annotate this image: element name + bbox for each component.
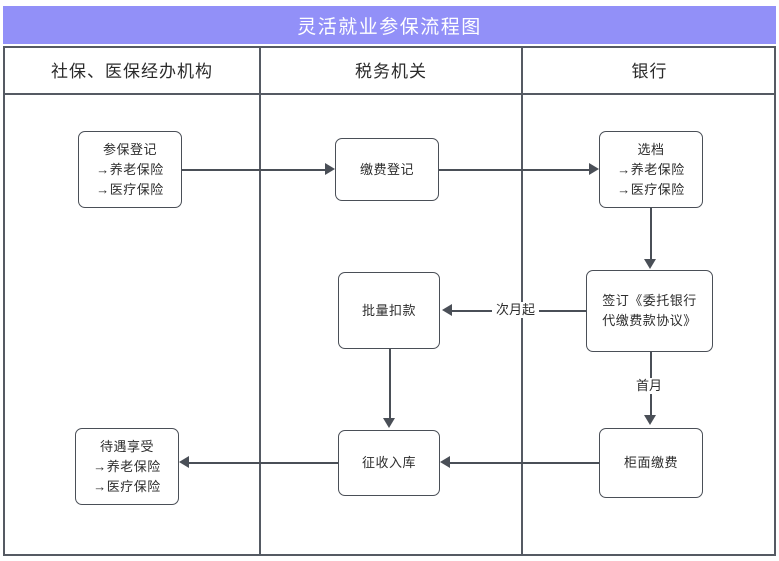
node-sign-bank-agreement[interactable]: 签订《委托银行 代缴费款协议》 (586, 270, 713, 352)
arrowhead-guimian-to-zhengshou (440, 456, 450, 468)
lane-divider-1 (259, 46, 261, 556)
node-line: →医疗保险 (617, 181, 685, 197)
node-batch-deduction[interactable]: 批量扣款 (338, 272, 440, 349)
lane-header-divider (3, 93, 776, 95)
node-insurance-registration[interactable]: 参保登记 →养老保险 →医疗保险 (78, 131, 182, 208)
node-line: →养老保险 (96, 161, 164, 177)
node-select-tier[interactable]: 选档 →养老保险 →医疗保险 (599, 131, 703, 208)
connector-xuandang-to-qianding (650, 208, 652, 260)
chart-title-bar: 灵活就业参保流程图 (3, 6, 776, 44)
node-line: 待遇享受 (99, 438, 154, 454)
connector-zhengshou-to-daiyu (189, 462, 338, 464)
arrowhead-jiaofei-to-xuandang (589, 163, 599, 175)
edge-label-next-month: 次月起 (492, 302, 540, 318)
node-counter-payment[interactable]: 柜面缴费 (599, 428, 703, 498)
node-line: 参保登记 (102, 141, 157, 157)
arrowhead-piliang-to-zhengshou (383, 418, 395, 428)
node-line: 征收入库 (361, 455, 416, 470)
node-line: →养老保险 (93, 458, 161, 474)
node-line: 代缴费款协议》 (602, 313, 697, 328)
node-line: →养老保险 (617, 161, 685, 177)
node-payment-registration[interactable]: 缴费登记 (335, 138, 439, 201)
node-line: 签订《委托银行 (602, 293, 697, 308)
lane-header-social-insurance: 社保、医保经办机构 (51, 62, 213, 81)
arrowhead-xuandang-to-qianding (644, 259, 656, 269)
connector-piliang-to-zhengshou (389, 349, 391, 419)
lane-header-tax-authority: 税务机关 (355, 62, 427, 81)
arrowhead-canbao-to-jiaofei (325, 163, 335, 175)
node-line: 柜面缴费 (623, 455, 678, 470)
lane-header-bank: 银行 (631, 62, 668, 81)
node-collection-to-treasury[interactable]: 征收入库 (338, 430, 440, 496)
node-line: 选档 (637, 141, 665, 157)
node-benefit-enjoyment[interactable]: 待遇享受 →养老保险 →医疗保险 (75, 428, 179, 505)
connector-canbao-to-jiaofei (182, 169, 325, 171)
edge-label-first-month: 首月 (632, 378, 667, 394)
arrowhead-qianding-to-guimian (644, 415, 656, 425)
arrowhead-qianding-to-piliang (442, 304, 452, 316)
node-line: 批量扣款 (361, 302, 416, 318)
connector-guimian-to-zhengshou (450, 462, 599, 464)
node-line: →医疗保险 (93, 478, 161, 494)
connector-jiaofei-to-xuandang (439, 169, 589, 171)
lane-divider-2 (521, 46, 523, 556)
arrowhead-zhengshou-to-daiyu (179, 456, 189, 468)
node-line: →医疗保险 (96, 181, 164, 197)
page-title: 灵活就业参保流程图 (297, 16, 482, 38)
node-line: 缴费登记 (359, 161, 414, 177)
